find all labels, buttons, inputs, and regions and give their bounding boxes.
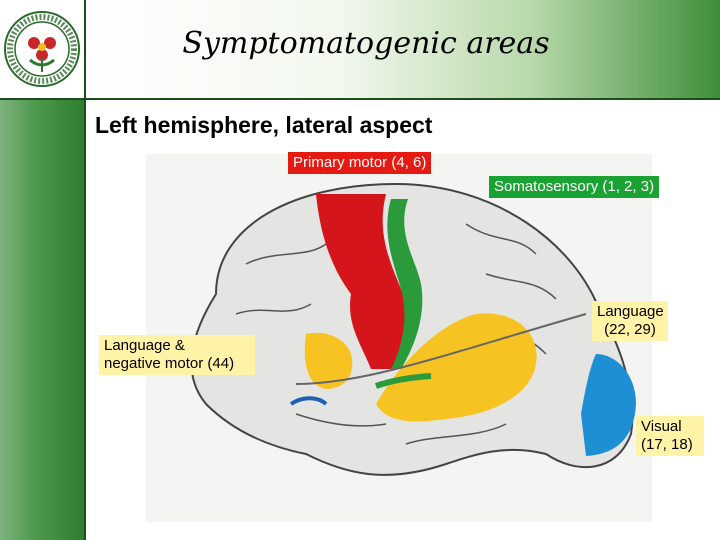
- slide-title: Symptomatogenic areas: [182, 26, 550, 61]
- title-bar: Symptomatogenic areas: [86, 0, 720, 98]
- somatosensory-region: [387, 199, 423, 369]
- label-language-temporal-line2: (22, 29): [604, 321, 656, 338]
- label-visual-line2: (17, 18): [641, 436, 693, 453]
- logo-box: [0, 0, 86, 98]
- language-frontal-region: [304, 332, 353, 389]
- visual-region: [581, 354, 636, 456]
- green-sidebar: [0, 100, 84, 540]
- label-visual-line1: Visual: [641, 418, 682, 435]
- label-visual: Visual (17, 18): [636, 416, 704, 456]
- title-divider: [0, 98, 720, 100]
- label-language-temporal-line1: Language: [597, 303, 664, 320]
- seal-logo-icon: [4, 11, 80, 87]
- label-primary-motor: Primary motor (4, 6): [288, 152, 432, 174]
- brain-illustration: [190, 182, 636, 476]
- label-language-temporal: Language (22, 29): [592, 301, 668, 341]
- label-language-frontal-line2: negative motor (44): [104, 355, 235, 372]
- brain-diagram: [146, 154, 652, 522]
- label-language-frontal-line1: Language &: [104, 337, 185, 354]
- primary-motor-region: [316, 194, 407, 369]
- label-somatosensory: Somatosensory (1, 2, 3): [489, 176, 660, 198]
- sidebar-divider: [84, 100, 86, 540]
- slide-subtitle: Left hemisphere, lateral aspect: [95, 112, 433, 138]
- label-language-frontal: Language & negative motor (44): [99, 335, 255, 375]
